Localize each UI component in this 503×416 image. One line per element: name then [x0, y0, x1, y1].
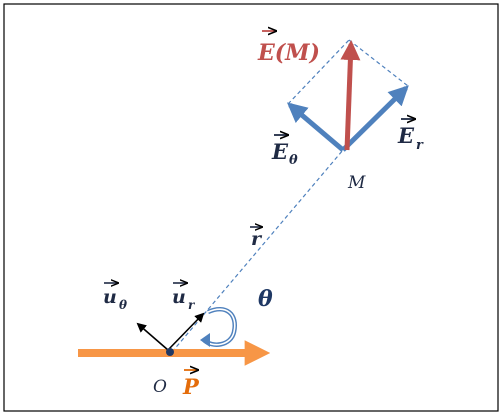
- u-theta-arrow: [136, 322, 169, 351]
- label-u-theta-sub: θ: [119, 298, 127, 312]
- label-dipole: P: [182, 370, 200, 399]
- frame-border: [3, 3, 499, 412]
- label-r-text: r: [251, 228, 263, 250]
- label-theta: θ: [258, 286, 273, 312]
- label-u-r: u r: [172, 283, 196, 312]
- label-u-r-sub: r: [188, 298, 196, 312]
- theta-arc-head: [200, 333, 210, 347]
- label-dipole-text: P: [182, 374, 200, 399]
- label-e-r-text: E: [397, 123, 415, 148]
- label-point-m: M: [347, 173, 366, 193]
- parallelogram-edge-left: [287, 39, 350, 105]
- origin-point: [166, 348, 174, 356]
- label-field: E(M): [257, 31, 320, 66]
- parallelogram-edge-right: [348, 39, 409, 87]
- u-r-arrow: [167, 312, 205, 351]
- label-e-r-sub: r: [416, 138, 424, 153]
- label-r-vector: r: [250, 227, 263, 250]
- label-u-theta: u θ: [103, 283, 127, 312]
- label-u-r-text: u: [172, 286, 186, 308]
- label-e-r: E r: [397, 119, 424, 153]
- e-theta-arrow: [286, 102, 345, 152]
- label-field-text: E(M): [257, 40, 320, 66]
- label-e-theta: E θ: [271, 135, 298, 168]
- label-u-theta-text: u: [103, 286, 117, 308]
- label-e-theta-sub: θ: [289, 153, 298, 168]
- field-arrow: [340, 40, 361, 151]
- label-e-theta-text: E: [271, 139, 289, 164]
- position-vector-line: [171, 149, 344, 353]
- label-origin: O: [153, 377, 167, 397]
- e-r-arrow: [341, 85, 409, 152]
